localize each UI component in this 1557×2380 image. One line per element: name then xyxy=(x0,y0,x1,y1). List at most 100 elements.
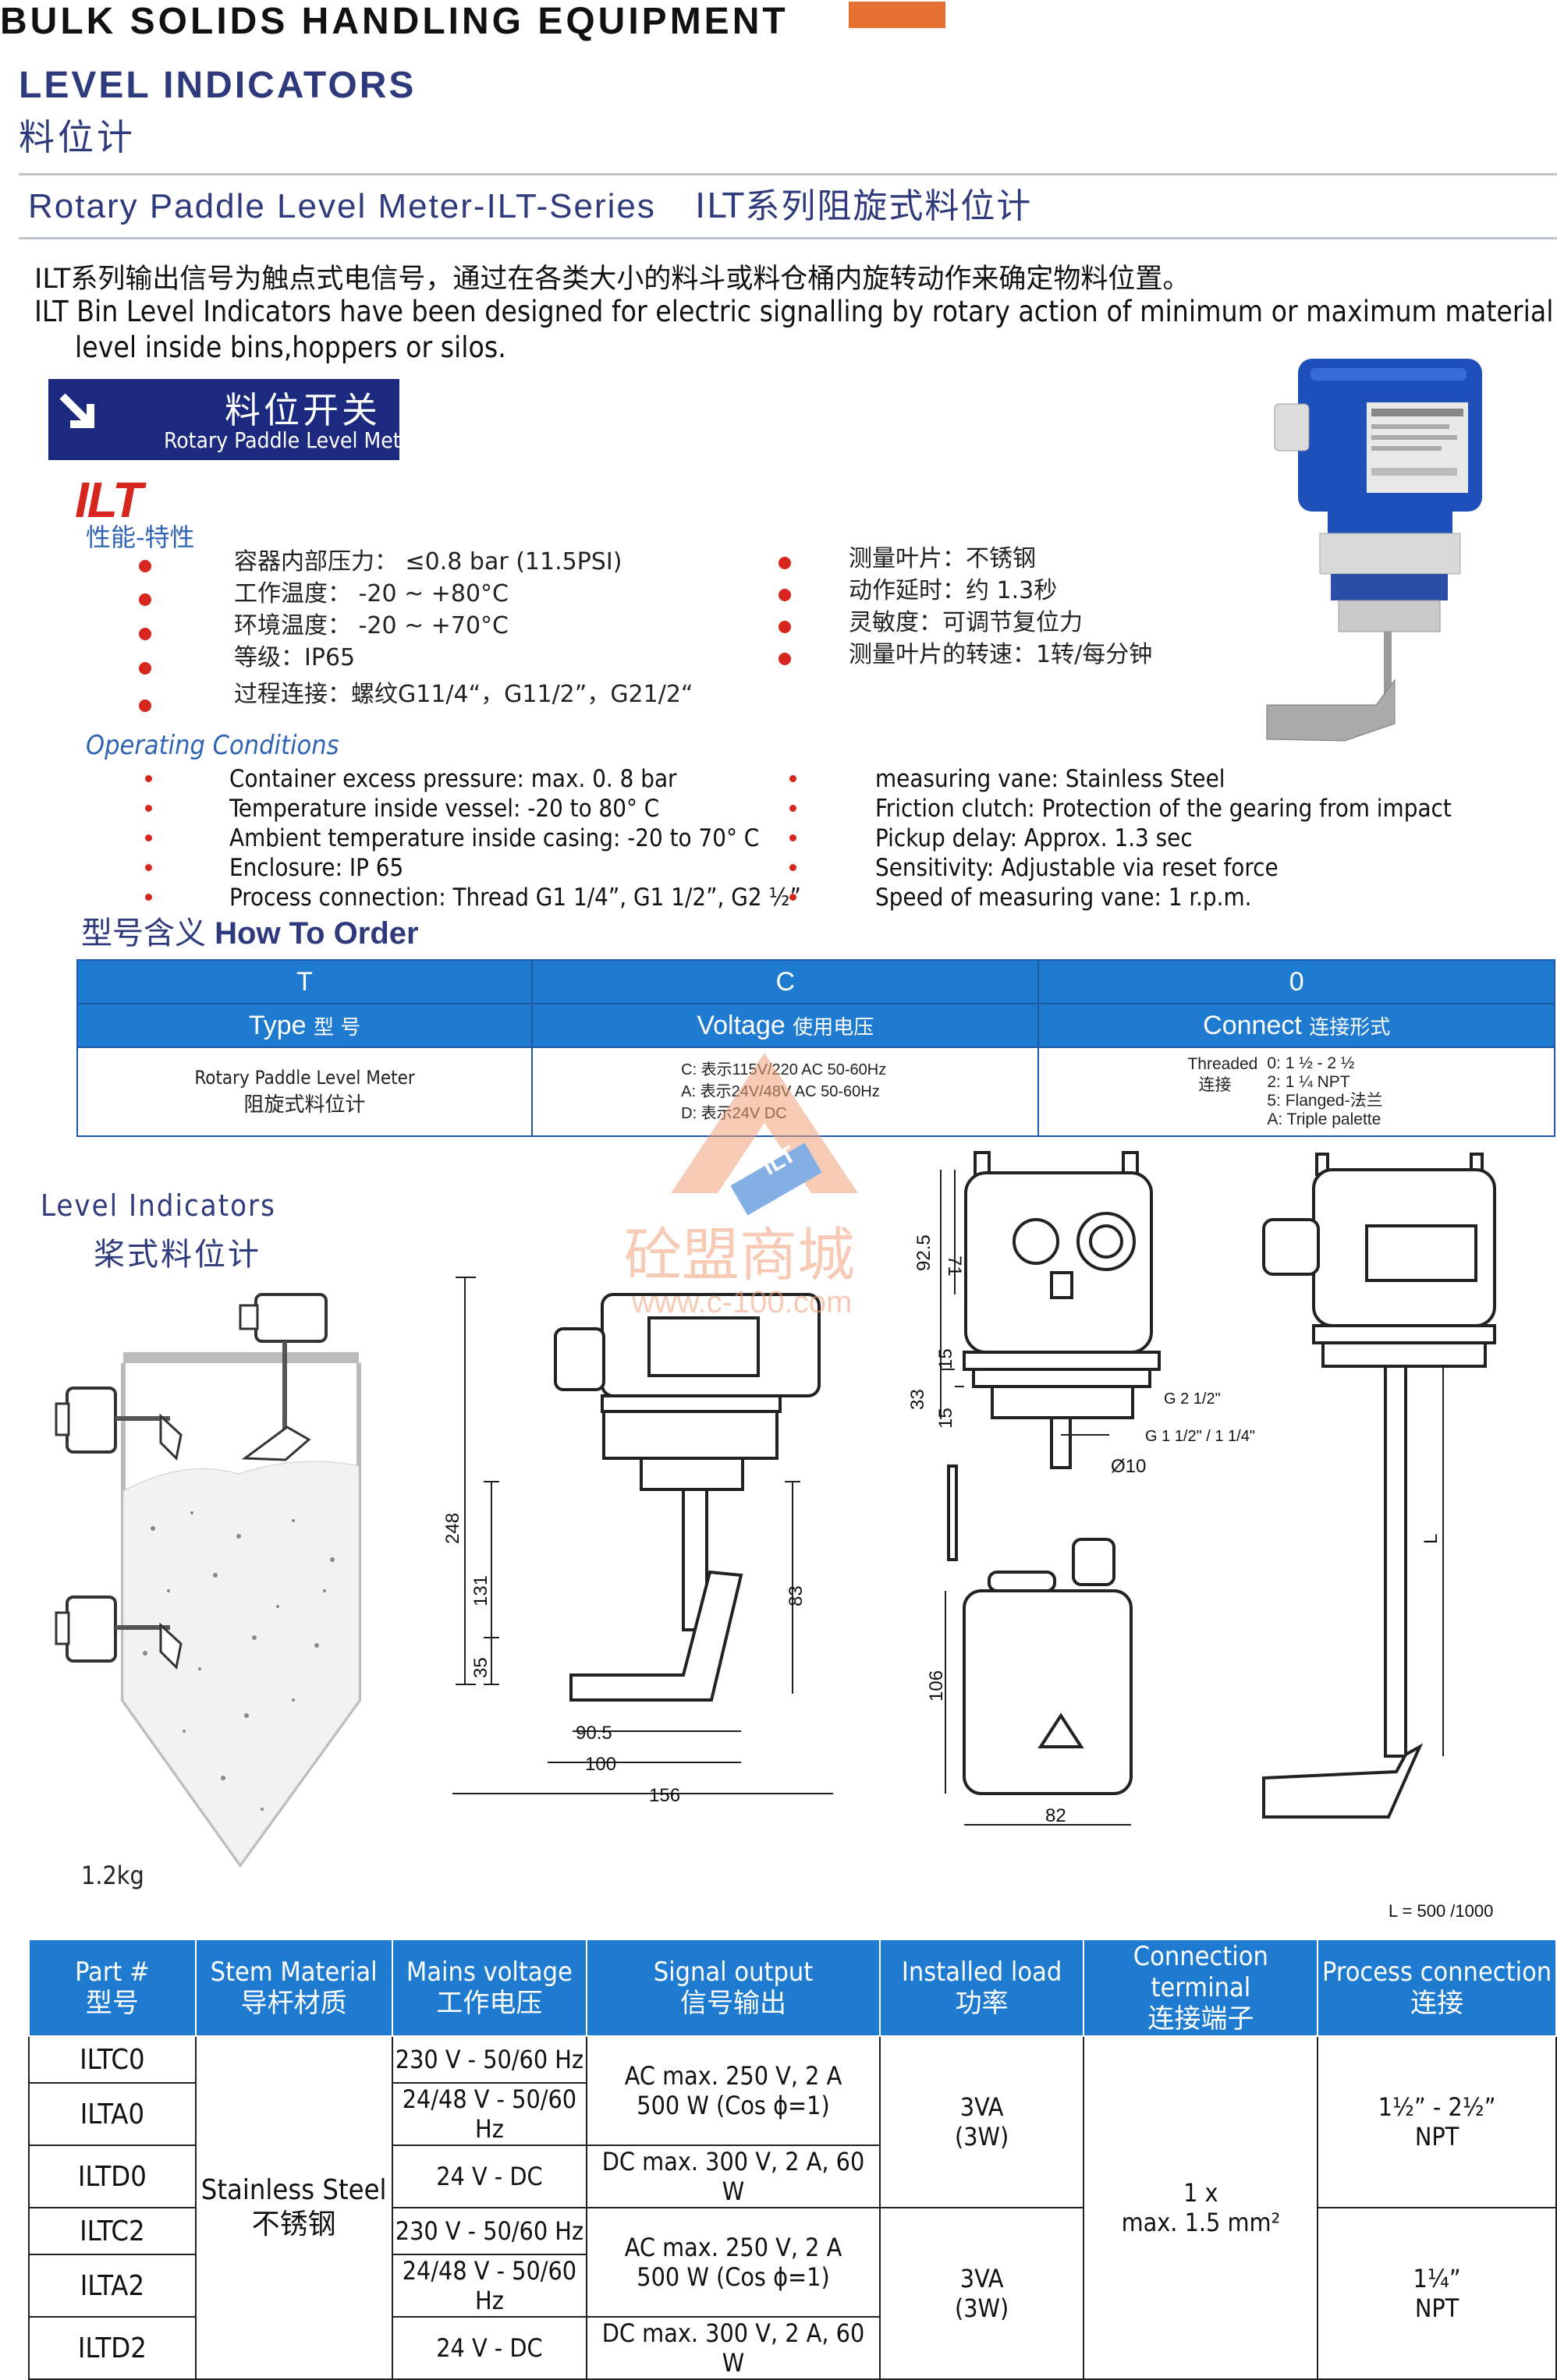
ilt-logo: ILT xyxy=(75,472,143,528)
connect-option: 5: Flanged-法兰 xyxy=(1267,1092,1383,1110)
mains-voltage: 230 V - 50/60 Hz xyxy=(391,2207,588,2255)
condition-item: Friction clutch: Protection of the geari… xyxy=(875,795,1452,823)
banner-title-en: Rotary Paddle Level Meter xyxy=(164,427,421,453)
brochure-header: BULK SOLIDS HANDLING EQUIPMENT xyxy=(0,1,789,42)
load-line: (3W) xyxy=(954,2293,1009,2323)
dim-label: 35 xyxy=(470,1657,491,1678)
connect-options: Threaded 连接 0: 1 ½ - 2 ½ 2: 1 ¼ NPT 5: F… xyxy=(1037,1047,1555,1137)
dim-label: 90.5 xyxy=(576,1723,612,1744)
header-accent-bar xyxy=(849,2,945,28)
mains-voltage: 24/48 V - 50/60 Hz xyxy=(391,2082,588,2146)
connect-option: 2: 1 ¼ NPT xyxy=(1267,1073,1350,1091)
bullet-icon xyxy=(139,662,151,675)
bullet-icon xyxy=(139,628,151,640)
feature-item: 工作温度： -20 ~ +80°C xyxy=(234,580,509,607)
operating-heading: Operating Conditions xyxy=(86,730,339,761)
dim-label: Ø10 xyxy=(1111,1456,1146,1477)
header-cn: 连接端子 xyxy=(1147,2003,1254,2035)
connect-label-cn: 连接 xyxy=(1198,1075,1232,1094)
section-title-cn: 料位计 xyxy=(19,116,136,158)
header-en: Part # xyxy=(75,1957,150,1988)
condition-item: Process connection: Thread G1 1/4”, G1 1… xyxy=(229,884,801,912)
product-title-en: Rotary Paddle Level Meter-ILT-Series xyxy=(28,187,656,225)
header-part: Part #型号 xyxy=(28,1939,197,2037)
operating-left-list: Container excess pressure: max. 0. 8 bar… xyxy=(229,764,801,912)
signal-output: DC max. 300 V, 2 A, 60 W xyxy=(586,2144,881,2208)
type-description: Rotary Paddle Level Meter 阻旋式料位计 xyxy=(76,1047,534,1137)
installed-load: 3VA (3W) xyxy=(878,2035,1085,2208)
feature-item: 环境温度： -20 ~ +70°C xyxy=(234,612,509,639)
bullet-icon xyxy=(139,560,151,572)
bullet-icon xyxy=(145,805,152,812)
header-en: Stem Material xyxy=(210,1957,378,1988)
product-photo xyxy=(1266,359,1482,742)
part-number: ILTD2 xyxy=(28,2316,197,2380)
order-heading-en: How To Order xyxy=(215,916,419,951)
feature-item: 灵敏度：可调节复位力 xyxy=(849,609,1083,636)
feature-item: 测量叶片：不锈钢 xyxy=(849,545,1036,572)
stem-en: Stainless Steel xyxy=(200,2174,387,2206)
header-en: Mains voltage xyxy=(406,1957,573,1988)
conn-line: NPT xyxy=(1414,2122,1459,2152)
dim-label: L = 500 /1000 xyxy=(1389,1901,1493,1918)
feature-item: 测量叶片的转速：1转/每分钟 xyxy=(849,641,1153,668)
bullet-icon xyxy=(778,589,791,601)
bullet-icon xyxy=(789,834,796,841)
code-type: T xyxy=(76,959,534,1004)
table-row: ILTA2 24/48 V - 50/60 Hz xyxy=(28,2254,1556,2318)
section-title: LEVEL INDICATORS xyxy=(19,65,417,106)
dim-label: 106 xyxy=(926,1670,947,1702)
code-connect: 0 xyxy=(1037,959,1555,1004)
table-row: ILTC0 Stainless Steel 不锈钢 230 V - 50/60 … xyxy=(28,2035,1557,2380)
connect-option: A: Triple palette xyxy=(1267,1110,1381,1128)
terminal-line: 1 x xyxy=(1183,2178,1218,2208)
type-desc-en: Rotary Paddle Level Meter xyxy=(194,1066,415,1089)
code-voltage: C xyxy=(531,959,1040,1004)
dim-label: 131 xyxy=(470,1575,491,1606)
condition-item: Speed of measuring vane: 1 r.p.m. xyxy=(875,884,1252,912)
signal-output: AC max. 250 V, 2 A 500 W (Cos ϕ=1) xyxy=(586,2207,881,2318)
dim-label: 82 xyxy=(1045,1805,1066,1826)
label-cn: 型 号 xyxy=(314,1015,361,1039)
condition-item: Temperature inside vessel: -20 to 80° C xyxy=(229,795,660,823)
process-connection: 1½” - 2½” NPT xyxy=(1317,2035,1557,2208)
dim-label: 33 xyxy=(907,1389,928,1410)
conn-line: NPT xyxy=(1414,2293,1459,2323)
part-number: ILTA2 xyxy=(28,2254,197,2318)
mains-voltage: 24 V - DC xyxy=(391,2316,588,2380)
feature-item: 等级：IP65 xyxy=(234,644,356,671)
mains-voltage: 24 V - DC xyxy=(391,2144,588,2208)
dim-label: 100 xyxy=(585,1754,616,1775)
divider xyxy=(19,237,1557,239)
intro-cn: ILT系列输出信号为触点式电信号，通过在各类大小的料斗或料仓桶内旋转动作来确定物… xyxy=(34,264,1190,295)
watermark-logo-icon xyxy=(671,1053,858,1216)
dim-label: 156 xyxy=(649,1785,680,1806)
divider xyxy=(19,173,1557,175)
dim-label: 83 xyxy=(786,1585,807,1606)
order-heading-cn: 型号含义 xyxy=(81,916,206,951)
voltage-option: C: 表示115V/220 AC 50-60Hz xyxy=(681,1061,887,1078)
feature-item: 过程连接：螺纹G11/4“，G11/2”，G21/2“ xyxy=(234,681,693,708)
table-row: ILTA0 24/48 V - 50/60 Hz xyxy=(28,2082,1556,2146)
product-banner: 料位开关 Rotary Paddle Level Meter xyxy=(48,379,420,460)
load-line: 3VA xyxy=(959,2092,1004,2122)
label-en: Voltage xyxy=(697,1010,786,1040)
label-cn: 连接形式 xyxy=(1309,1015,1391,1039)
dim-label: G 1 1/2" / 1 1/4" xyxy=(1145,1428,1255,1445)
bullet-icon xyxy=(145,834,152,841)
features-heading: 性能-特性 xyxy=(86,522,195,552)
watermark: ILT 砼盟商城 www.c-100.com xyxy=(608,1014,920,1326)
operating-right-list: measuring vane: Stainless Steel Friction… xyxy=(875,764,1452,912)
level-indicators-title: Level Indicators xyxy=(41,1188,276,1223)
watermark-url: www.c-100.com xyxy=(632,1285,853,1319)
header-cn: 信号输出 xyxy=(680,1988,786,2019)
condition-item: Sensitivity: Adjustable via reset force xyxy=(875,854,1279,882)
signal-line: AC max. 250 V, 2 A xyxy=(624,2233,842,2262)
level-indicators-title-cn: 桨式料位计 xyxy=(94,1237,261,1273)
features-right-list: 测量叶片：不锈钢 动作延时：约 1.3秒 灵敏度：可调节复位力 测量叶片的转速：… xyxy=(849,543,1152,671)
